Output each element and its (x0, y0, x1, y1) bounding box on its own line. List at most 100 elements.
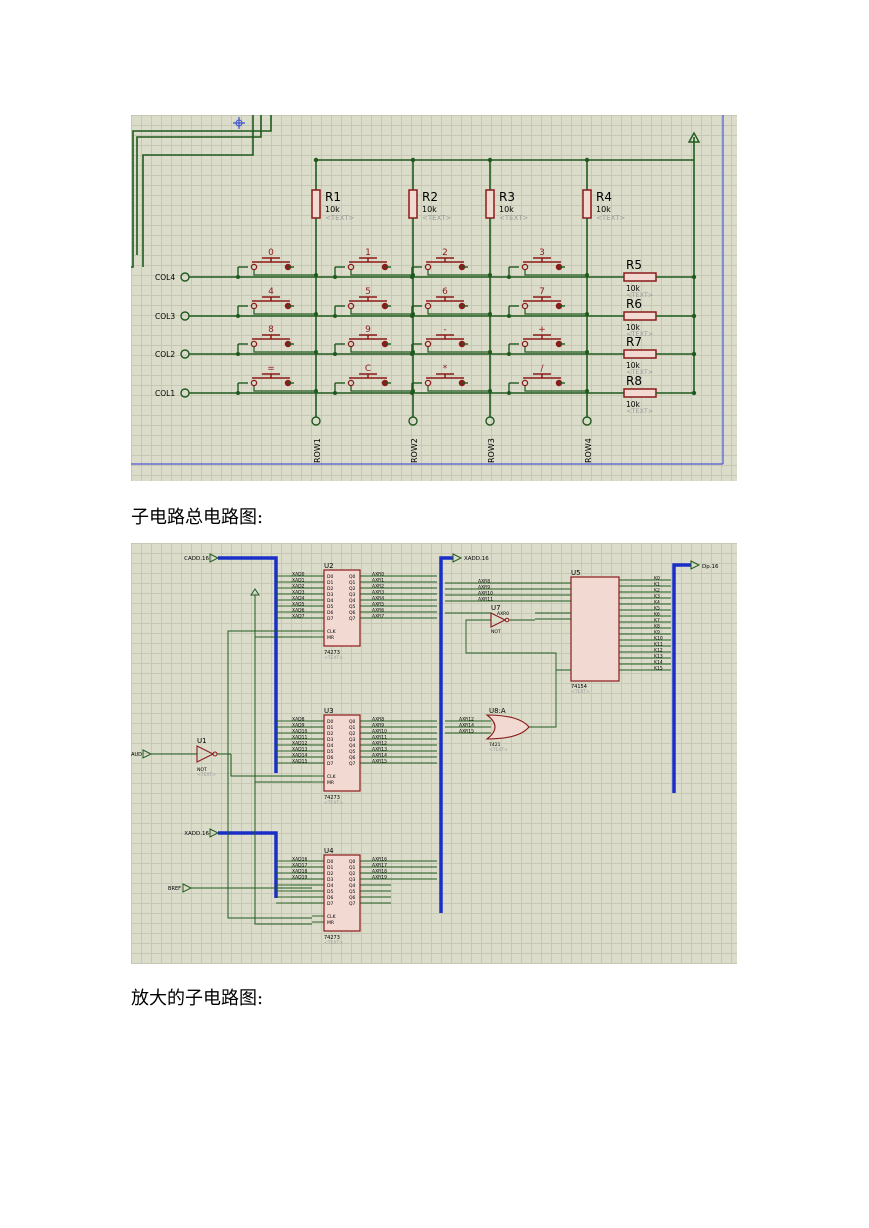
row-label: ROW4 (584, 438, 593, 463)
pushbutton-icon (349, 296, 387, 302)
col-label: COL3 (155, 312, 175, 321)
chip-U4 (323, 854, 361, 932)
pushbutton-icon (523, 296, 561, 302)
wire (427, 386, 490, 392)
key-label: 6 (442, 287, 448, 297)
pin-label: Q1 (349, 865, 356, 871)
resistor-name: R2 (422, 190, 438, 204)
pushbutton-icon (349, 257, 387, 263)
bus-label: XADD.16 (184, 831, 209, 837)
chip-type: 74273 (324, 795, 340, 801)
resistor-value: 10k (626, 284, 641, 293)
net-label: AXR14 (459, 723, 474, 729)
key-label: - (443, 325, 446, 335)
wire (131, 115, 272, 268)
net-label: K7 (654, 618, 660, 624)
pin-label: Q4 (349, 743, 356, 749)
pin-label: D3 (327, 737, 333, 743)
resistor-name: R1 (325, 190, 341, 204)
net-label: XAD0 (292, 572, 305, 578)
wire (227, 630, 312, 919)
resistor-R2 (408, 189, 418, 219)
chip-name: U7 (491, 604, 501, 612)
bus-label: Dp.16 (702, 564, 719, 570)
switch-contact-icon (521, 302, 529, 310)
chip-tag: <TEXT> (324, 800, 343, 806)
pushbutton-icon (426, 334, 464, 340)
pushbutton-icon (426, 257, 464, 263)
resistor-tag: <TEXT> (325, 214, 355, 222)
resistor-value: 10k (626, 361, 641, 370)
col-label: COL1 (155, 389, 175, 398)
key-label: 0 (268, 248, 274, 258)
key-label: 7 (539, 287, 545, 297)
chip-tag: <TEXT> (489, 747, 508, 753)
col-terminal-icon (180, 311, 190, 321)
pin-label: D5 (327, 889, 333, 895)
pin-label: Q1 (349, 580, 356, 586)
switch-contact-icon (250, 263, 258, 271)
resistor-name: R8 (626, 374, 642, 388)
resistor-R1 (311, 189, 321, 219)
pin-label: Q7 (349, 761, 356, 767)
input-label: AUD (131, 752, 142, 758)
col-label: COL4 (155, 273, 175, 282)
chip-U2 (323, 569, 361, 647)
junction-dot (585, 312, 589, 316)
row-label: ROW2 (410, 438, 419, 463)
net-label: AXR6 (372, 608, 384, 614)
pin-label: Q6 (349, 610, 356, 616)
resistor-tag: <TEXT> (626, 291, 653, 299)
junction-dot (585, 350, 589, 354)
bus-label: CADD.16 (184, 556, 209, 562)
resistor-tag: <TEXT> (626, 407, 653, 415)
bus-terminal-icon (452, 553, 463, 563)
pin-label: Q4 (349, 598, 356, 604)
net-label: AXR4 (372, 596, 384, 602)
pin-label: D0 (327, 574, 333, 580)
chip-name: U8:A (489, 707, 506, 715)
pin-label: Q7 (349, 901, 356, 907)
wire (253, 347, 316, 353)
pin-label: D6 (327, 895, 333, 901)
junction-dot (585, 273, 589, 277)
pin-label: CLK (327, 914, 337, 920)
junction-dot (314, 312, 318, 316)
key-label: C (365, 364, 371, 374)
chip-type: 74273 (324, 650, 340, 656)
net-label: K11 (654, 642, 663, 648)
junction-dot (488, 389, 492, 393)
net-label: AXR10 (372, 729, 387, 735)
switch-contact-icon (250, 379, 258, 387)
key-label: 2 (442, 248, 448, 258)
bus-xadd-bottom (218, 831, 278, 898)
net-label: XAD15 (292, 759, 307, 765)
wire (142, 115, 254, 267)
switch-contact-icon (521, 263, 529, 271)
pin-label: Q3 (349, 592, 356, 598)
pin-label: Q5 (349, 889, 356, 895)
switch-contact-icon (250, 302, 258, 310)
net-label: AXR17 (372, 863, 387, 869)
wire (465, 619, 571, 671)
origin-marker-icon (235, 119, 243, 127)
pin-label: MR (327, 920, 334, 926)
power-terminal-icon (687, 131, 701, 143)
net-label: K9 (654, 630, 660, 636)
wire (254, 782, 312, 925)
pin-label: D7 (327, 761, 333, 767)
col-label: COL2 (155, 350, 175, 359)
resistor-R8 (623, 388, 657, 398)
switch-contact-icon (424, 379, 432, 387)
net-label: AXR9 (478, 585, 490, 591)
net-label: K8 (654, 624, 660, 630)
power-terminal-icon (250, 588, 260, 596)
key-label: 8 (268, 325, 274, 335)
pushbutton-icon (349, 373, 387, 379)
origin-marker-icon (233, 117, 245, 129)
net-label: XAD2 (292, 584, 305, 590)
resistor-name: R4 (596, 190, 612, 204)
pin-label: MR (327, 780, 334, 786)
chip-U3 (323, 714, 361, 792)
